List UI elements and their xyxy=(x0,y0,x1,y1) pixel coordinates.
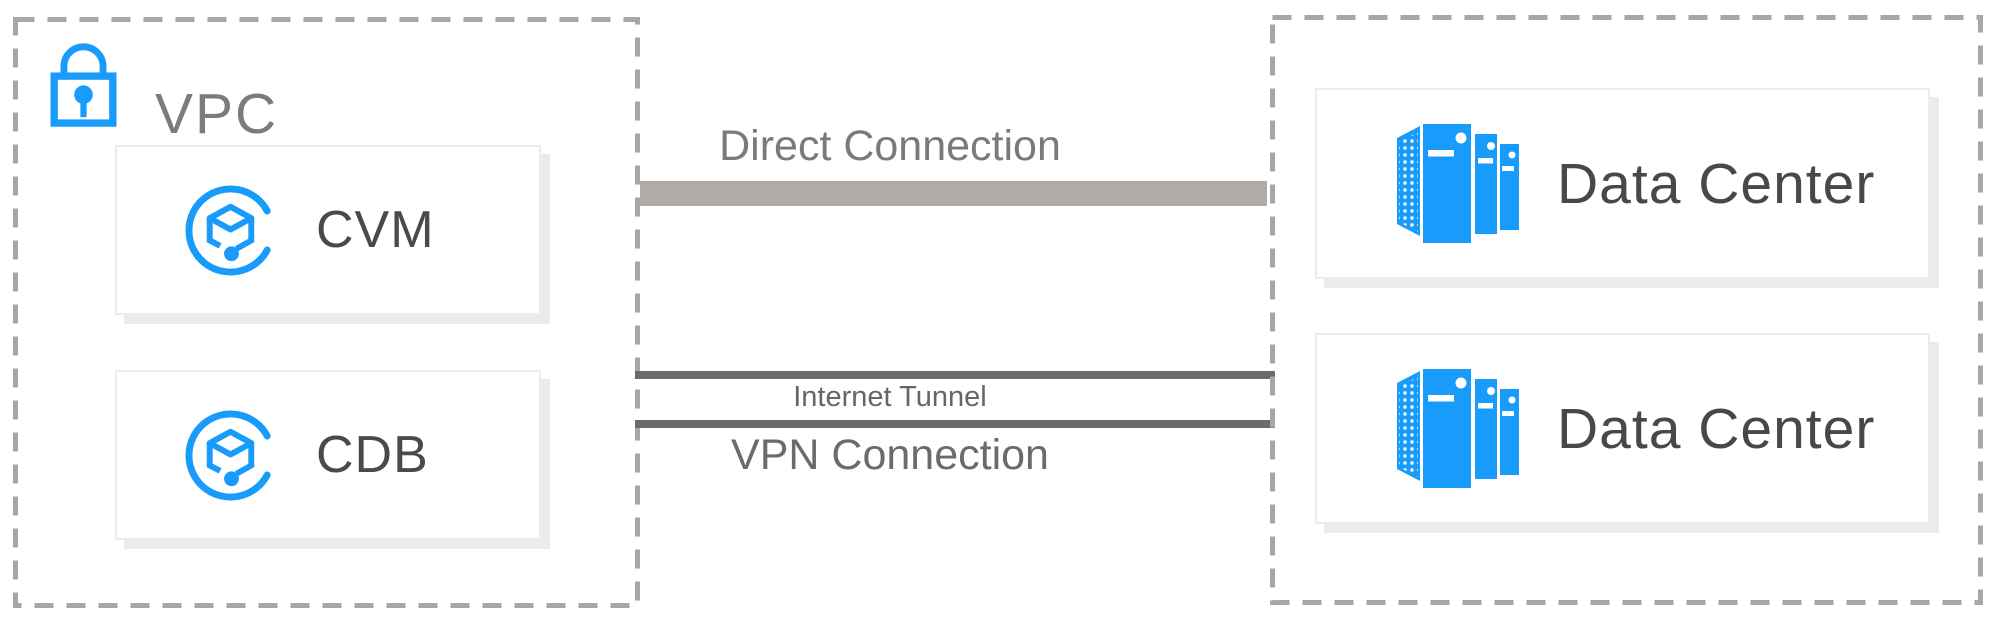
internet-tunnel-label: Internet Tunnel xyxy=(793,381,987,413)
server-rack-icon xyxy=(1395,369,1519,488)
vpc-node-cvm: CVM xyxy=(115,145,541,315)
vpn-connection-line xyxy=(635,420,1275,428)
datacenter-node-2: Data Center xyxy=(1315,333,1930,524)
vpc-group: VPC CVM xyxy=(13,17,640,608)
lock-icon xyxy=(50,43,117,127)
cloud-service-icon xyxy=(183,183,278,278)
datacenter-group: Data Center Data Center xyxy=(1270,15,1983,605)
internet-tunnel-line xyxy=(635,371,1275,379)
direct-connection-bar xyxy=(640,181,1267,206)
node-label: Data Center xyxy=(1557,396,1876,461)
cloud-service-icon xyxy=(183,408,278,503)
node-label: CDB xyxy=(316,426,429,484)
server-rack-icon xyxy=(1395,124,1519,243)
node-label: CVM xyxy=(316,201,435,259)
datacenter-node-1: Data Center xyxy=(1315,88,1930,279)
vpn-connection-label: VPN Connection xyxy=(731,431,1049,479)
node-label: Data Center xyxy=(1557,151,1876,216)
connections-area: Direct Connection Internet Tunnel VPN Co… xyxy=(635,0,1275,627)
vpc-node-cdb: CDB xyxy=(115,370,541,540)
vpc-title: VPC xyxy=(155,82,279,146)
direct-connection-label: Direct Connection xyxy=(719,122,1061,170)
